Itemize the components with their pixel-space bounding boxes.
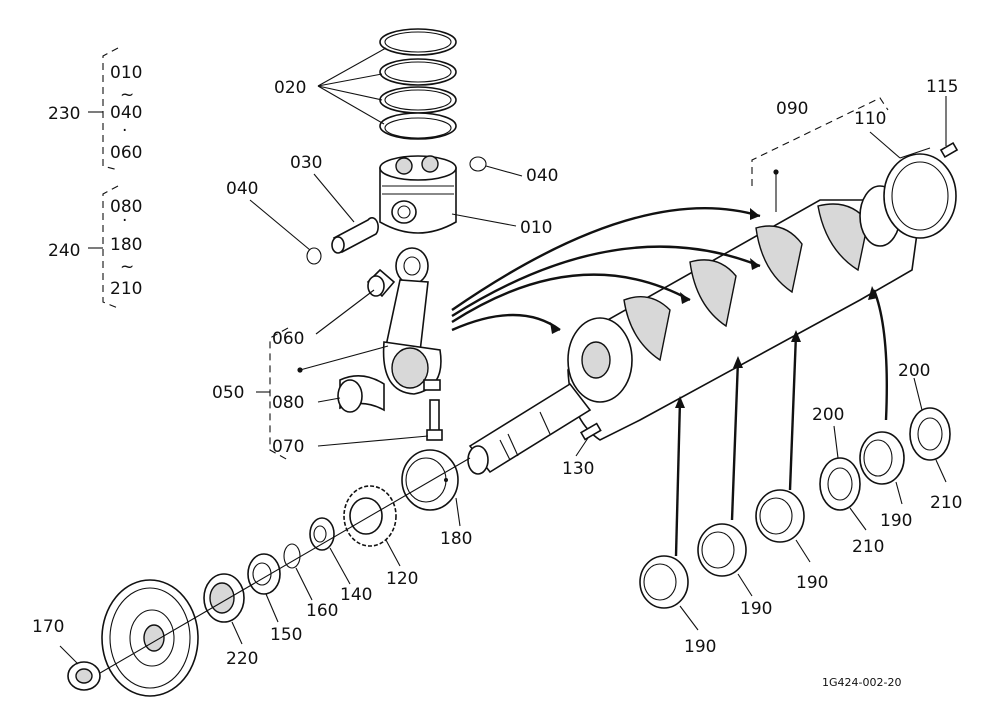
piston-rings — [379, 28, 457, 140]
callout-115: 115 — [926, 77, 958, 97]
group-240-item: 080 — [110, 197, 142, 217]
callout-200-2: 200 — [898, 361, 930, 381]
circlip-right — [469, 156, 487, 172]
main-bearing-3 — [755, 489, 805, 543]
group-230-item: 040 — [110, 103, 142, 123]
rod-bolt — [426, 399, 443, 441]
o-ring — [283, 543, 301, 569]
main-bearing-1 — [639, 555, 689, 609]
callout-020: 020 — [274, 78, 306, 98]
main-bearing-2 — [697, 523, 747, 577]
crank-pulley — [101, 579, 199, 697]
dowel-pin — [939, 141, 959, 159]
thrust-washer-1 — [819, 457, 861, 511]
circlip-left — [306, 247, 322, 265]
callout-200-1: 200 — [812, 405, 844, 425]
callout-190-3: 190 — [796, 573, 828, 593]
callout-050: 050 — [212, 383, 244, 403]
rod-bearing — [337, 375, 385, 413]
callout-210-2: 210 — [930, 493, 962, 513]
connecting-rod — [382, 247, 442, 395]
group-050-bracket — [269, 327, 289, 461]
callout-190-4: 190 — [880, 511, 912, 531]
callout-040-left: 040 — [226, 179, 258, 199]
callout-040-right: 040 — [526, 166, 558, 186]
callout-140: 140 — [340, 585, 372, 605]
callout-120: 120 — [386, 569, 418, 589]
group-240: 240 080 · 180 ~ 210 — [48, 185, 142, 309]
callout-150: 150 — [270, 625, 302, 645]
crank-nut — [67, 661, 101, 691]
group-230-item: 010 — [110, 63, 142, 83]
small-end-bushing — [366, 268, 396, 298]
group-230-item: · — [122, 121, 127, 141]
callout-160: 160 — [306, 601, 338, 621]
callout-180: 180 — [440, 529, 472, 549]
group-240-label: 240 — [48, 241, 80, 261]
callout-220: 220 — [226, 649, 258, 669]
callout-130: 130 — [562, 459, 594, 479]
piston — [379, 155, 457, 234]
group-240-item: · — [122, 211, 127, 231]
group-240-item: 180 — [110, 235, 142, 255]
group-090-bracket — [751, 97, 889, 186]
callout-080: 080 — [272, 393, 304, 413]
callout-030: 030 — [290, 153, 322, 173]
callout-170: 170 — [32, 617, 64, 637]
collar — [309, 517, 335, 551]
key — [579, 422, 602, 441]
callout-070: 070 — [272, 437, 304, 457]
callout-210-1: 210 — [852, 537, 884, 557]
callout-110: 110 — [854, 109, 886, 129]
sleeve — [247, 553, 281, 595]
group-240-item: ~ — [120, 257, 134, 277]
callout-190-1: 190 — [684, 637, 716, 657]
callout-060: 060 — [272, 329, 304, 349]
callout-090: 090 — [776, 99, 808, 119]
group-230-item: 060 — [110, 143, 142, 163]
group-230: 230 010 ~ 040 · 060 — [48, 47, 142, 171]
crankshaft — [467, 185, 919, 475]
figure-code: 1G424-002-20 — [822, 676, 901, 689]
front-bearing — [401, 449, 459, 511]
rear-oil-seal — [883, 147, 957, 239]
group-240-item: 210 — [110, 279, 142, 299]
callout-190-2: 190 — [740, 599, 772, 619]
group-230-label: 230 — [48, 104, 80, 124]
thrust-washer-2 — [909, 407, 951, 461]
piston-pin — [331, 217, 379, 254]
main-bearing-4 — [859, 431, 905, 485]
callout-010: 010 — [520, 218, 552, 238]
oil-flow-arrows — [451, 206, 761, 334]
group-230-item: ~ — [120, 85, 134, 105]
bearing-position-arrows — [674, 286, 888, 557]
front-oil-seal — [203, 573, 245, 623]
